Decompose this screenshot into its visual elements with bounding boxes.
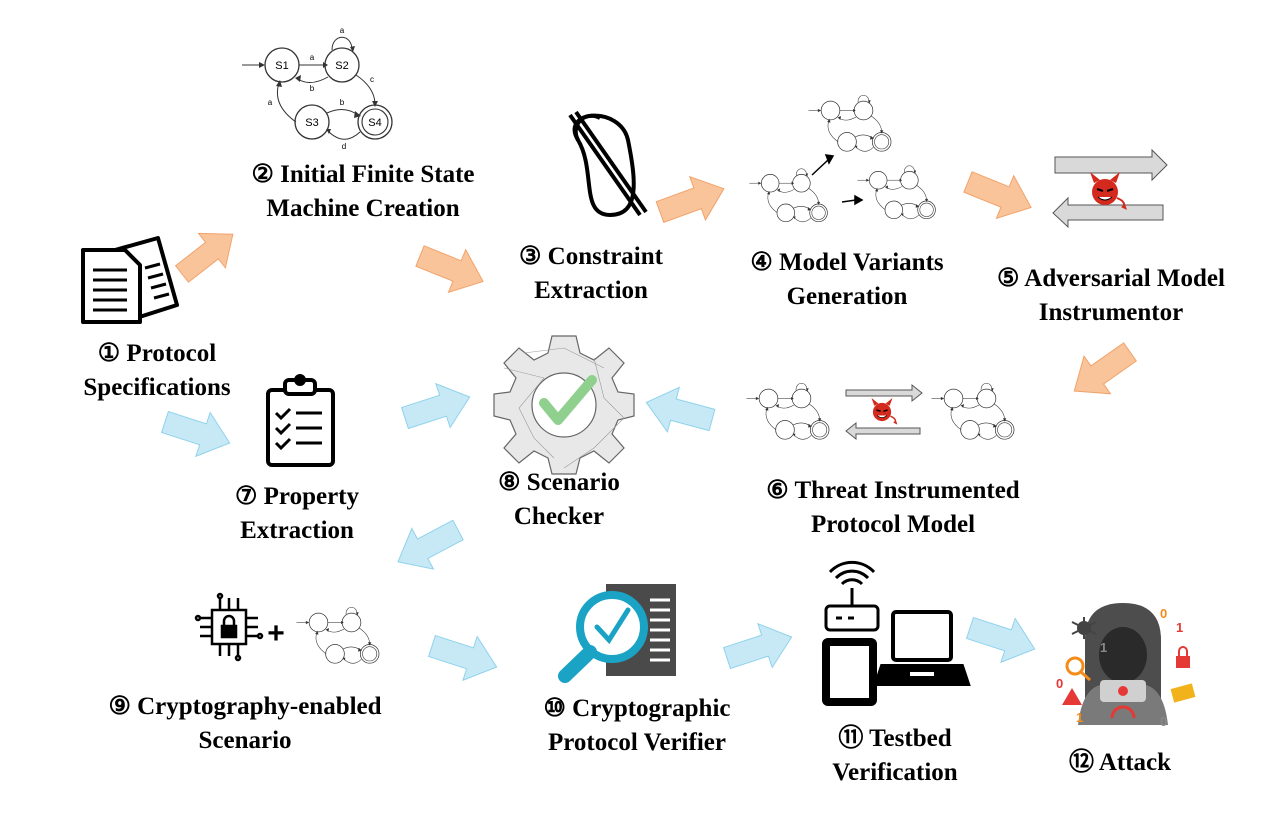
fsm-edge-label: a	[268, 98, 273, 107]
step-label-crypto-verifier: ⑩ Cryptographic Protocol Verifier	[512, 692, 762, 760]
step-label-threat-model: ⑥ Threat Instrumented Protocol Model	[738, 474, 1048, 542]
attack-bit: 0	[1056, 676, 1063, 691]
router-icon	[824, 560, 880, 632]
label-line: ④ Model Variants	[750, 249, 944, 276]
label-line: Protocol Verifier	[548, 729, 726, 756]
fsm-variant-left-icon	[749, 168, 828, 223]
attack-bit: 1	[1176, 620, 1183, 635]
fsm-threat-left-icon	[746, 382, 830, 440]
plus-sign: +	[267, 617, 285, 650]
label-line: Machine Creation	[266, 195, 460, 222]
constraint-icon	[568, 110, 648, 218]
label-line: ③ Constraint	[519, 243, 663, 270]
arrow-4-to-5	[958, 160, 1041, 230]
step-label-scenario-checker: ⑧ Scenario Checker	[474, 466, 644, 534]
label-line: ⑪ Testbed	[838, 725, 952, 752]
step-label-adversarial-instrumentor: ⑤ Adversarial Model Instrumentor	[966, 262, 1256, 330]
arrow-1-to-7	[157, 399, 238, 466]
fsm-state-s3: S3	[305, 117, 318, 129]
label-line: Verification	[832, 759, 958, 786]
label-line: Protocol Model	[810, 511, 976, 538]
arrow-9-to-10	[424, 623, 505, 690]
arrow-2-to-3	[410, 234, 493, 304]
fsm-crypto-icon	[296, 606, 380, 664]
fsm-edge-label: b	[310, 84, 315, 93]
arrow-10-to-11	[719, 614, 800, 681]
fsm-edge-label: a	[340, 26, 345, 35]
fsm-state-s2: S2	[335, 60, 348, 72]
fsm-edge-label: b	[340, 98, 345, 107]
fsm-threat-right-icon	[931, 382, 1015, 440]
arrow-11-to-12	[962, 605, 1043, 672]
fsm-state-s4: S4	[368, 117, 381, 129]
step-label-attack: ⑫ Attack	[1040, 746, 1200, 780]
gear-check-icon	[493, 335, 635, 475]
step-label-model-variants: ④ Model Variants Generation	[722, 246, 972, 314]
label-line: ⑦ Property	[235, 483, 359, 510]
variant-arrows	[811, 154, 864, 206]
step-label-protocol-specifications: ① Protocol Specifications	[62, 337, 252, 405]
label-line: ① Protocol	[97, 340, 217, 367]
attack-bit: 0	[1160, 606, 1167, 621]
arrow-7-to-8	[397, 374, 478, 441]
label-line: Scenario	[198, 727, 292, 754]
clipboard-icon	[266, 374, 335, 467]
label-line: ② Initial Finite State	[251, 161, 475, 188]
laptop-icon	[873, 610, 971, 686]
documents-icon	[81, 236, 179, 324]
arrow-8-to-9	[386, 509, 470, 583]
adversary-icon	[1052, 148, 1168, 229]
label-line: Extraction	[240, 517, 354, 544]
label-line: Specifications	[83, 374, 231, 401]
arrow-3-to-4	[651, 166, 733, 235]
attack-bit: 1	[1100, 640, 1107, 655]
attack-bit: 1	[1076, 710, 1083, 725]
fsm-variant-top-icon	[808, 94, 892, 152]
fsm-edge-label: d	[342, 142, 346, 151]
label-line: ⑤ Adversarial Model	[997, 265, 1225, 292]
phone-icon	[822, 638, 877, 706]
verifier-magnifier-icon	[558, 584, 676, 683]
label-line: Instrumentor	[1038, 299, 1184, 326]
step-label-crypto-scenario: ⑨ Cryptography-enabled Scenario	[70, 690, 420, 758]
step-label-testbed-verification: ⑪ Testbed Verification	[800, 722, 990, 790]
hacker-attack-icon: 0 1 1 0 1 0	[1056, 603, 1196, 729]
crypto-chip-icon	[194, 592, 264, 662]
label-line: Checker	[513, 503, 605, 530]
arrow-5-to-6	[1060, 332, 1144, 411]
label-line: Extraction	[534, 277, 648, 304]
arrow-6-to-8	[639, 379, 719, 443]
label-line: ⑩ Cryptographic	[543, 695, 731, 722]
label-line: ⑫ Attack	[1068, 749, 1172, 776]
label-line: ⑨ Cryptography-enabled	[108, 693, 382, 720]
attack-bit: 0	[1160, 714, 1167, 729]
fsm-edge-label: c	[370, 75, 374, 84]
fsm-state-s1: S1	[275, 60, 288, 72]
label-line: ⑧ Scenario	[498, 469, 620, 496]
label-line: Generation	[786, 283, 908, 310]
step-label-initial-fsm: ② Initial Finite State Machine Creation	[218, 158, 508, 226]
label-line: ⑥ Threat Instrumented	[766, 477, 1020, 504]
step-label-property-extraction: ⑦ Property Extraction	[212, 480, 382, 548]
fsm-edge-label: a	[310, 53, 315, 62]
step-label-constraint-extraction: ③ Constraint Extraction	[496, 240, 686, 308]
arrow-1-to-2	[168, 216, 247, 292]
threat-adversary-icon	[845, 383, 923, 441]
fsm-variant-right-icon	[857, 165, 936, 220]
fsm-initial-icon: S1 S2 S3 S4 a a c b a b d	[241, 26, 393, 151]
